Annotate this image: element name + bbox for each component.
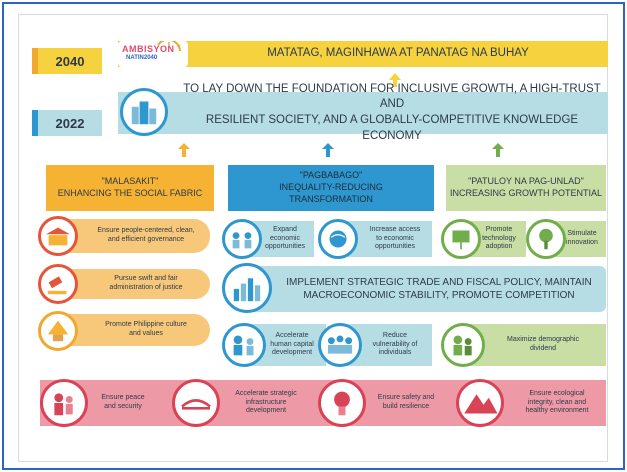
pagunlad-item-text: dividend — [529, 345, 557, 352]
foundation-item-safety: Ensure safety and build resilience — [358, 386, 444, 420]
foundation-item-text: build resilience — [382, 403, 430, 410]
logo-natin-text: NATIN2040 — [126, 55, 158, 61]
malasakit-item-justice: Pursue swift and fair administration of … — [60, 269, 210, 299]
pagbabago-item-text: individuals — [378, 349, 412, 357]
innovation-tree-icon — [526, 219, 566, 259]
pillar-malasakit-name: "MALASAKIT" — [101, 176, 159, 187]
pagbabago-item-text: Expand — [273, 225, 297, 233]
security-family-icon — [40, 379, 88, 427]
globe-network-icon — [318, 219, 358, 259]
vision-2040-text: MATATAG, MAGINHAWA AT PANATAG NA BUHAY — [267, 47, 529, 60]
foundation-item-peace: Ensure peace and security — [78, 386, 158, 420]
pagbabago-item-text: vulnerability of — [372, 340, 418, 348]
pillar-pagbabago-subtitle-1: INEQUALITY-REDUCING — [279, 182, 383, 193]
family-icon — [222, 323, 266, 367]
community-people-icon — [318, 323, 362, 367]
foundation-item-text: and security — [104, 403, 142, 410]
gavel-icon — [38, 264, 78, 304]
demographic-people-icon — [441, 323, 485, 367]
year-2022-label: 2022 — [32, 110, 102, 136]
pagbabago-item-text: Increase access — [369, 225, 421, 233]
arrow-up-icon — [178, 143, 190, 162]
foundation-item-text: Accelerate strategic — [235, 389, 297, 397]
malasakit-item-text: and values — [129, 330, 163, 337]
pillar-pagunlad-subtitle: INCREASING GROWTH POTENTIAL — [449, 188, 602, 198]
pagunlad-item-text: Maximize demographic — [507, 336, 579, 344]
year-2040-label: 2040 — [32, 48, 102, 74]
pagunlad-item-text: Promote — [485, 225, 513, 233]
pillar-pagunlad-name: "PATULOY NA PAG-UNLAD" — [468, 176, 584, 187]
pillar-malasakit: "MALASAKIT" ENHANCING THE SOCIAL FABRIC — [46, 165, 214, 211]
pagbabago-item-text: opportunities — [374, 243, 416, 251]
pagbabago-item-text: opportunities — [264, 243, 306, 251]
pillar-pagbabago-name: "PAGBABAGO" — [299, 170, 363, 181]
malasakit-item-text: Pursue swift and fair — [114, 275, 178, 283]
malasakit-item-text: Ensure people-centered, clean, — [97, 227, 195, 235]
pagbabago-item-text: to economic — [376, 234, 414, 242]
arrow-up-icon — [388, 73, 402, 92]
foundation-item-text: development — [245, 407, 287, 415]
foundation-item-text: integrity, clean and — [527, 398, 587, 406]
foundation-item-infrastructure: Accelerate strategic infrastructure deve… — [214, 386, 306, 420]
malasakit-item-culture: Promote Philippine culture and values — [60, 314, 210, 346]
pagunlad-item-text: innovation — [566, 239, 598, 246]
pagbabago-item-text: development — [271, 349, 313, 357]
pagunlad-item-text: Stimulate — [567, 230, 597, 238]
goal-2022-text-line2: RESILIENT SOCIETY, AND A GLOBALLY-COMPET… — [205, 114, 579, 142]
pillar-pagunlad: "PATULOY NA PAG-UNLAD" INCREASING GROWTH… — [446, 165, 606, 211]
malasakit-item-text: Promote Philippine culture — [105, 321, 187, 329]
goal-2022-bar: TO LAY DOWN THE FOUNDATION FOR INCLUSIVE… — [118, 83, 608, 142]
malasakit-item-text: and efficient governance — [107, 236, 185, 243]
pagbabago-item-text: human capital — [270, 340, 314, 348]
sun-icon — [157, 41, 181, 52]
government-building-icon — [38, 216, 78, 256]
culture-hut-icon — [38, 311, 78, 351]
strategic-policy-text-line2: MACROECONOMIC STABILITY, PROMOTE COMPETI… — [303, 290, 575, 301]
bridge-icon — [172, 379, 220, 427]
malasakit-item-text: administration of justice — [109, 284, 183, 291]
foundation-item-ecology: Ensure ecological integrity, clean and h… — [498, 386, 606, 420]
growth-chart-city-icon — [222, 263, 272, 313]
foundation-item-text: infrastructure — [245, 398, 287, 406]
foundation-item-text: Ensure ecological — [529, 389, 585, 397]
pagunlad-item-text: adoption — [485, 243, 513, 251]
pillar-malasakit-subtitle: ENHANCING THE SOCIAL FABRIC — [57, 188, 203, 198]
pillar-pagbabago: "PAGBABAGO" INEQUALITY-REDUCING TRANSFOR… — [228, 165, 434, 211]
logo-ambisyon-text: AMBISYON — [122, 44, 175, 54]
malasakit-item-governance: Ensure people-centered, clean, and effic… — [60, 219, 210, 253]
people-group-icon — [222, 219, 262, 259]
arrow-up-icon — [322, 143, 334, 162]
goal-2022-text-line1: TO LAY DOWN THE FOUNDATION FOR INCLUSIVE… — [183, 82, 601, 111]
pillar-pagbabago-subtitle-2: TRANSFORMATION — [289, 193, 373, 204]
ambisyon-logo: AMBISYON NATIN2040 — [118, 41, 188, 67]
foundation-item-text: Ensure safety and — [377, 394, 435, 402]
strategic-policy-text-line1: IMPLEMENT STRATEGIC TRADE AND FISCAL POL… — [286, 277, 592, 288]
pagbabago-item-text: Reduce — [382, 331, 408, 339]
mountain-environment-icon — [456, 379, 504, 427]
vision-2040-bar: MATATAG, MAGINHAWA AT PANATAG NA BUHAY — [118, 41, 608, 67]
pagunlad-item-text: technology — [482, 234, 516, 242]
arrow-up-icon — [492, 143, 504, 162]
safety-storm-icon — [318, 379, 366, 427]
strategic-policy-bar: IMPLEMENT STRATEGIC TRADE AND FISCAL POL… — [250, 266, 606, 312]
foundation-item-text: Ensure peace — [101, 394, 145, 402]
pagbabago-item-text: Accelerate — [275, 331, 309, 339]
presentation-board-icon — [441, 219, 481, 259]
pagbabago-item-text: economic — [270, 234, 300, 242]
foundation-item-text: healthy environment — [525, 407, 589, 415]
city-buildings-icon — [120, 88, 168, 136]
